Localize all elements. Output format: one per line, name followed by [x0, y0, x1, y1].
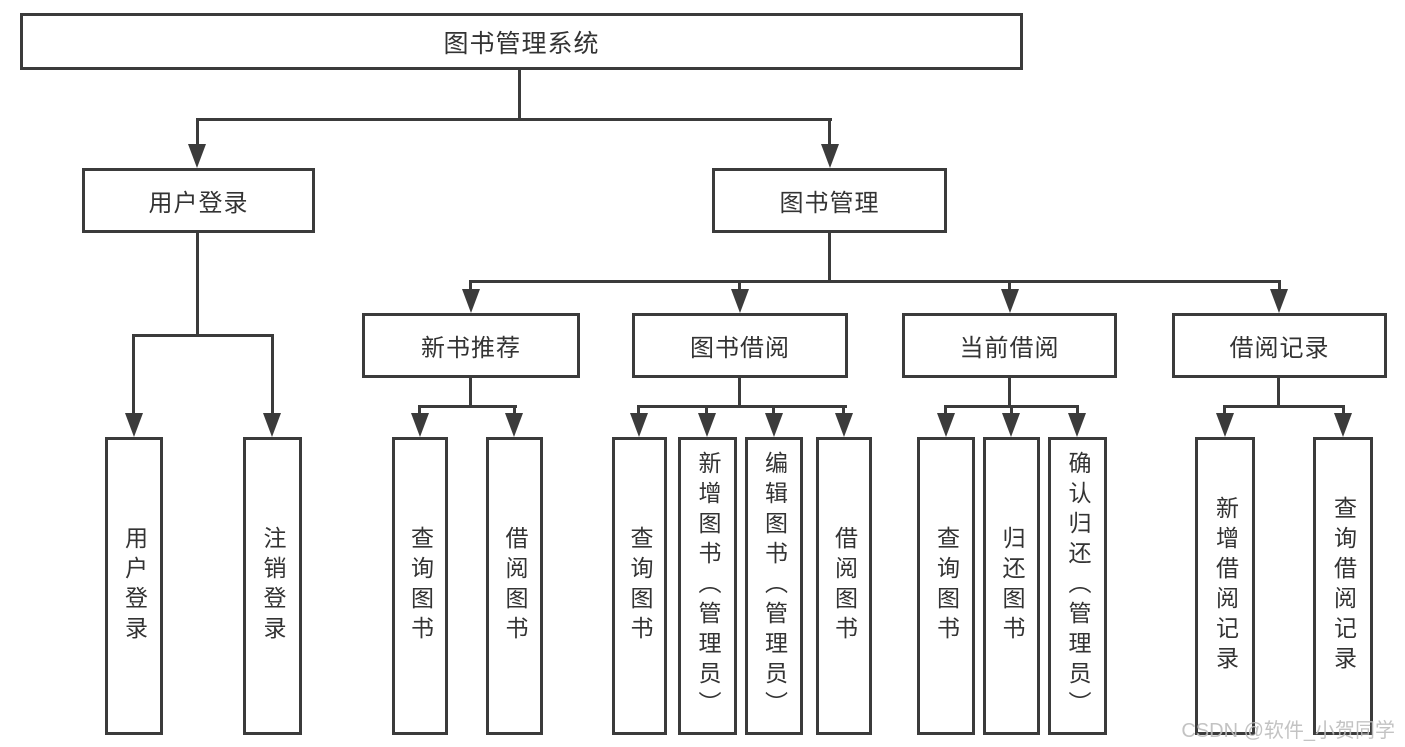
arrow-down: [263, 413, 281, 437]
arrow-down: [462, 289, 480, 313]
node-label: 确认归还（管理员）: [1065, 451, 1091, 721]
connector-drop-line: [196, 118, 199, 150]
node-label: 借阅图书: [831, 526, 858, 646]
node-label: 用户登录: [148, 190, 249, 217]
connector-drop-line: [637, 405, 640, 419]
node-leaf-add-borrow-record: 新增借阅记录: [1195, 437, 1255, 735]
connector-drop-line: [132, 334, 135, 416]
connector-records-vline: [1277, 378, 1280, 408]
node-leaf-confirm-return-admin: 确认归还（管理员）: [1048, 437, 1107, 735]
connector-drop-line: [1278, 280, 1281, 292]
node-label: 用户登录: [121, 526, 148, 646]
arrow-down: [698, 413, 716, 437]
connector-records-hline: [1223, 405, 1345, 408]
node-leaf-query-book-borrowing: 查询图书: [612, 437, 667, 735]
arrow-down: [731, 289, 749, 313]
arrow-down: [1002, 413, 1020, 437]
node-leaf-add-book-admin: 新增图书（管理员）: [678, 437, 737, 735]
connector-drop-line: [1223, 405, 1226, 419]
connector-root-vline: [518, 70, 521, 120]
node-label: 新书推荐: [421, 335, 521, 362]
arrow-down: [765, 413, 783, 437]
arrow-down: [630, 413, 648, 437]
connector-userlogin-hline: [132, 334, 274, 337]
node-leaf-return-book: 归还图书: [983, 437, 1040, 735]
node-label: 图书管理系统: [443, 29, 600, 58]
connector-root-hline: [196, 118, 832, 121]
node-book-management: 图书管理: [712, 168, 947, 233]
connector-drop-line: [469, 280, 472, 292]
node-user-login: 用户登录: [82, 168, 315, 233]
node-label: 图书管理: [779, 190, 880, 217]
node-label: 编辑图书（管理员）: [761, 451, 788, 721]
arrow-down: [125, 413, 143, 437]
connector-bookmgmt-vline: [828, 233, 831, 283]
connector-borrowing-vline: [738, 378, 741, 408]
node-leaf-borrow-book-recommend: 借阅图书: [486, 437, 543, 735]
node-label: 当前借阅: [959, 335, 1060, 362]
connector-userlogin-vline: [196, 233, 199, 337]
connector-drop-line: [418, 405, 421, 419]
connector-drop-line: [513, 405, 516, 419]
node-borrowing-records: 借阅记录: [1172, 313, 1387, 378]
arrow-down: [937, 413, 955, 437]
connector-drop-line: [1008, 280, 1011, 292]
connector-recommend-vline: [469, 378, 472, 408]
connector-drop-line: [772, 405, 775, 419]
node-label: 新增图书（管理员）: [695, 451, 721, 721]
connector-drop-line: [705, 405, 708, 419]
node-leaf-query-borrow-record: 查询借阅记录: [1313, 437, 1373, 735]
node-leaf-logout: 注销登录: [243, 437, 302, 735]
node-leaf-user-login: 用户登录: [105, 437, 163, 735]
arrow-down: [1334, 413, 1352, 437]
arrow-down: [1216, 413, 1234, 437]
connector-drop-line: [1010, 405, 1013, 419]
node-new-book-recommend: 新书推荐: [362, 313, 580, 378]
arrow-down: [1270, 289, 1288, 313]
connector-drop-line: [1342, 405, 1345, 419]
connector-recommend-hline: [418, 405, 517, 408]
node-label: 归还图书: [999, 526, 1025, 646]
connector-drop-line: [944, 405, 947, 419]
node-label: 新增借阅记录: [1212, 496, 1239, 676]
node-label: 查询图书: [627, 526, 653, 646]
node-label: 查询图书: [933, 526, 960, 646]
connector-drop-line: [842, 405, 845, 419]
node-leaf-query-book-current: 查询图书: [917, 437, 975, 735]
connector-drop-line: [828, 118, 831, 150]
arrow-down: [411, 413, 429, 437]
node-label: 注销登录: [260, 526, 286, 646]
connector-bookmgmt-hline: [469, 280, 1281, 283]
connector-drop-line: [271, 334, 274, 416]
connector-borrowing-hline: [637, 405, 847, 408]
node-current-borrowing: 当前借阅: [902, 313, 1117, 378]
node-leaf-borrow-book-borrowing: 借阅图书: [816, 437, 872, 735]
node-leaf-edit-book-admin: 编辑图书（管理员）: [745, 437, 803, 735]
connector-drop-line: [738, 280, 741, 292]
connector-drop-line: [1076, 405, 1079, 419]
node-label: 图书借阅: [690, 335, 790, 362]
node-book-borrowing: 图书借阅: [632, 313, 848, 378]
arrow-down: [821, 144, 839, 168]
arrow-down: [1001, 289, 1019, 313]
arrow-down: [188, 144, 206, 168]
node-leaf-query-book-recommend: 查询图书: [392, 437, 448, 735]
node-library-management-system: 图书管理系统: [20, 13, 1023, 70]
arrow-down: [1068, 413, 1086, 437]
node-label: 借阅图书: [502, 526, 528, 646]
node-label: 查询借阅记录: [1330, 496, 1357, 676]
arrow-down: [835, 413, 853, 437]
csdn-watermark: CSDN @软件_小贺同学: [1181, 720, 1395, 742]
connector-current-vline: [1008, 378, 1011, 408]
node-label: 查询图书: [407, 526, 434, 646]
node-label: 借阅记录: [1229, 335, 1330, 362]
arrow-down: [505, 413, 523, 437]
